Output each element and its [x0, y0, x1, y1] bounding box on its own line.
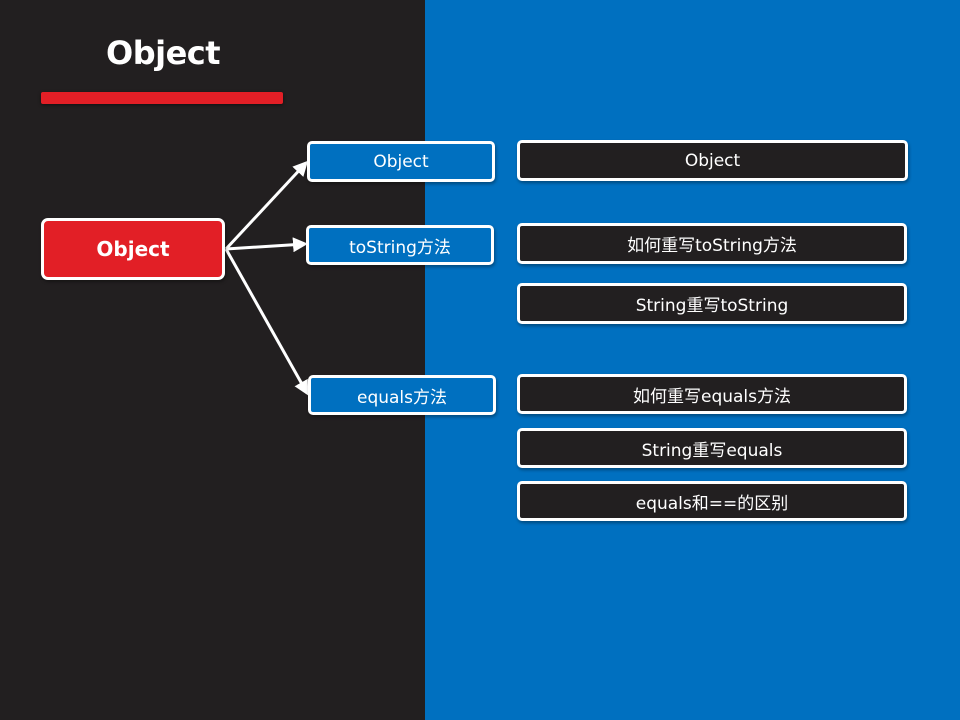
right-blue-panel: [425, 0, 960, 720]
branch-node-equals: equals方法: [308, 375, 496, 415]
title-underline-bar: [41, 92, 283, 104]
leaf-node-equals-vs-double-equals: equals和==的区别: [517, 481, 907, 521]
leaf-node-object: Object: [517, 140, 908, 181]
root-node-object: Object: [41, 218, 225, 280]
slide-title: Object: [106, 34, 221, 72]
left-dark-panel: [0, 0, 425, 720]
leaf-node-how-override-equals: 如何重写equals方法: [517, 374, 907, 414]
leaf-node-string-override-tostring: String重写toString: [517, 283, 907, 324]
leaf-node-how-override-tostring: 如何重写toString方法: [517, 223, 907, 264]
branch-node-tostring: toString方法: [306, 225, 494, 265]
branch-node-object: Object: [307, 141, 495, 182]
leaf-node-string-override-equals: String重写equals: [517, 428, 907, 468]
